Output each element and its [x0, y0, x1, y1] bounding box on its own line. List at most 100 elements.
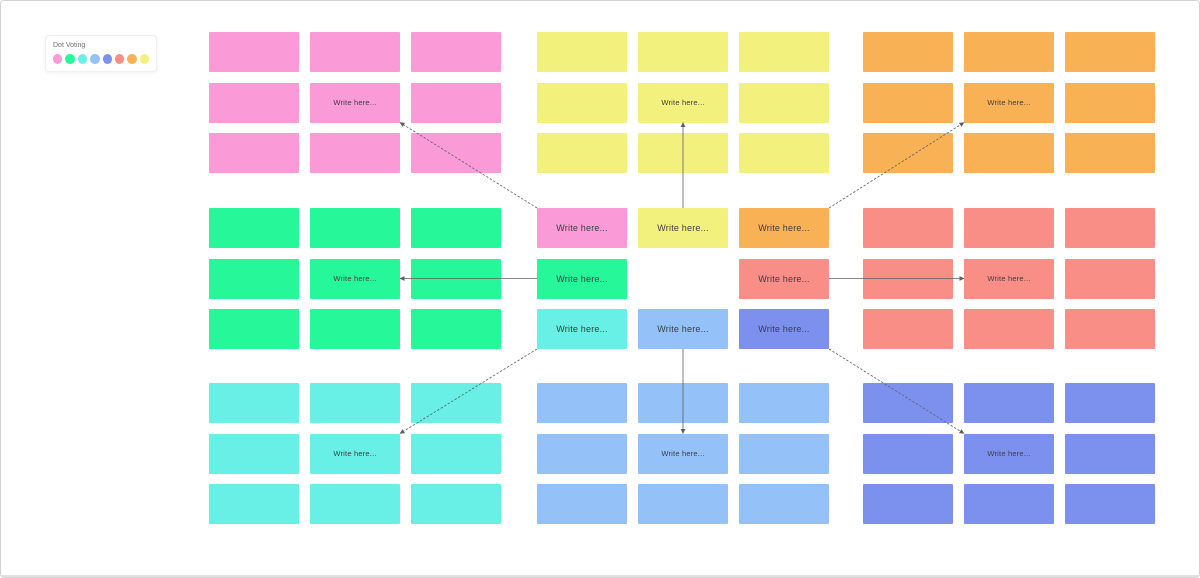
note-purple-r0c0[interactable]	[863, 383, 953, 423]
hub-note-red[interactable]: Write here...	[739, 258, 829, 299]
note-yellow-r0c2[interactable]	[739, 32, 829, 72]
note-lightblue-center[interactable]: Write here...	[638, 433, 728, 474]
hub-note-green[interactable]: Write here...	[537, 258, 627, 299]
purple-dot	[102, 54, 112, 64]
note-pink-r2c1[interactable]	[310, 133, 400, 173]
hub-note-pink[interactable]: Write here...	[537, 208, 627, 248]
dot-voting-legend[interactable]: Dot Voting	[45, 35, 157, 72]
note-yellow-r2c1[interactable]	[638, 133, 728, 173]
note-lightblue-r0c1[interactable]	[638, 383, 728, 423]
note-orange-r1c0[interactable]	[863, 82, 953, 123]
yellow-dot	[139, 54, 149, 64]
note-pink-r2c0[interactable]	[209, 133, 299, 173]
note-yellow-center[interactable]: Write here...	[638, 82, 728, 123]
note-green-r2c2[interactable]	[411, 309, 501, 349]
note-label: Write here...	[661, 98, 705, 107]
note-pink-r0c1[interactable]	[310, 32, 400, 72]
note-green-r0c0[interactable]	[209, 208, 299, 248]
note-lightblue-r0c2[interactable]	[739, 383, 829, 423]
note-red-r0c2[interactable]	[1065, 208, 1155, 248]
note-label: Write here...	[657, 324, 709, 334]
note-pink-r0c0[interactable]	[209, 32, 299, 72]
note-label: Write here...	[987, 98, 1031, 107]
note-green-r1c2[interactable]	[411, 258, 501, 299]
note-orange-r0c1[interactable]	[964, 32, 1054, 72]
note-red-center[interactable]: Write here...	[964, 258, 1054, 299]
note-lightblue-r2c2[interactable]	[739, 484, 829, 524]
note-red-r2c1[interactable]	[964, 309, 1054, 349]
note-label: Write here...	[758, 324, 810, 334]
note-orange-r2c0[interactable]	[863, 133, 953, 173]
note-yellow-r0c0[interactable]	[537, 32, 627, 72]
note-orange-r2c2[interactable]	[1065, 133, 1155, 173]
note-red-r0c0[interactable]	[863, 208, 953, 248]
note-label: Write here...	[556, 223, 608, 233]
note-label: Write here...	[556, 273, 608, 284]
note-orange-center[interactable]: Write here...	[964, 82, 1054, 123]
note-label: Write here...	[758, 223, 810, 233]
note-teal-r2c0[interactable]	[209, 484, 299, 524]
note-pink-center[interactable]: Write here...	[310, 82, 400, 123]
note-green-center[interactable]: Write here...	[310, 258, 400, 299]
note-label: Write here...	[556, 324, 608, 334]
note-green-r0c1[interactable]	[310, 208, 400, 248]
note-teal-r1c2[interactable]	[411, 433, 501, 474]
hub-note-yellow[interactable]: Write here...	[638, 208, 728, 248]
note-red-r2c2[interactable]	[1065, 309, 1155, 349]
note-label: Write here...	[758, 273, 810, 284]
note-red-r1c2[interactable]	[1065, 258, 1155, 299]
note-pink-r0c2[interactable]	[411, 32, 501, 72]
note-purple-r1c0[interactable]	[863, 433, 953, 474]
green-dot	[65, 54, 75, 64]
note-teal-center[interactable]: Write here...	[310, 433, 400, 474]
note-label: Write here...	[987, 274, 1031, 283]
note-red-r2c0[interactable]	[863, 309, 953, 349]
note-red-r1c0[interactable]	[863, 258, 953, 299]
note-pink-r1c0[interactable]	[209, 82, 299, 123]
note-lightblue-r2c0[interactable]	[537, 484, 627, 524]
note-red-r0c1[interactable]	[964, 208, 1054, 248]
note-teal-r2c1[interactable]	[310, 484, 400, 524]
note-lightblue-r1c0[interactable]	[537, 433, 627, 474]
note-teal-r2c2[interactable]	[411, 484, 501, 524]
note-lightblue-r0c0[interactable]	[537, 383, 627, 423]
note-lightblue-r2c1[interactable]	[638, 484, 728, 524]
lightblue-dot	[90, 54, 100, 64]
note-pink-r1c2[interactable]	[411, 82, 501, 123]
note-label: Write here...	[657, 223, 709, 233]
note-orange-r2c1[interactable]	[964, 133, 1054, 173]
note-label: Write here...	[333, 274, 377, 283]
note-purple-r0c1[interactable]	[964, 383, 1054, 423]
hub-note-lightblue[interactable]: Write here...	[638, 309, 728, 349]
note-green-r1c0[interactable]	[209, 258, 299, 299]
note-teal-r1c0[interactable]	[209, 433, 299, 474]
note-yellow-r2c2[interactable]	[739, 133, 829, 173]
note-yellow-r1c0[interactable]	[537, 82, 627, 123]
note-purple-r1c2[interactable]	[1065, 433, 1155, 474]
note-yellow-r0c1[interactable]	[638, 32, 728, 72]
note-purple-r2c2[interactable]	[1065, 484, 1155, 524]
hub-note-orange[interactable]: Write here...	[739, 208, 829, 248]
teal-dot	[77, 54, 88, 64]
note-purple-center[interactable]: Write here...	[964, 433, 1054, 474]
note-purple-r0c2[interactable]	[1065, 383, 1155, 423]
note-orange-r0c0[interactable]	[863, 32, 953, 72]
note-purple-r2c0[interactable]	[863, 484, 953, 524]
note-teal-r0c1[interactable]	[310, 383, 400, 423]
note-teal-r0c0[interactable]	[209, 383, 299, 423]
note-lightblue-r1c2[interactable]	[739, 433, 829, 474]
note-orange-r0c2[interactable]	[1065, 32, 1155, 72]
note-green-r2c0[interactable]	[209, 309, 299, 349]
note-yellow-r2c0[interactable]	[537, 133, 627, 173]
hub-note-teal[interactable]: Write here...	[537, 309, 627, 349]
note-teal-r0c2[interactable]	[411, 383, 501, 423]
note-pink-r2c2[interactable]	[411, 133, 501, 173]
note-orange-r1c2[interactable]	[1065, 82, 1155, 123]
note-green-r2c1[interactable]	[310, 309, 400, 349]
orange-dot	[127, 54, 137, 64]
note-green-r0c2[interactable]	[411, 208, 501, 248]
note-purple-r2c1[interactable]	[964, 484, 1054, 524]
hub-note-purple[interactable]: Write here...	[739, 309, 829, 349]
note-yellow-r1c2[interactable]	[739, 82, 829, 123]
